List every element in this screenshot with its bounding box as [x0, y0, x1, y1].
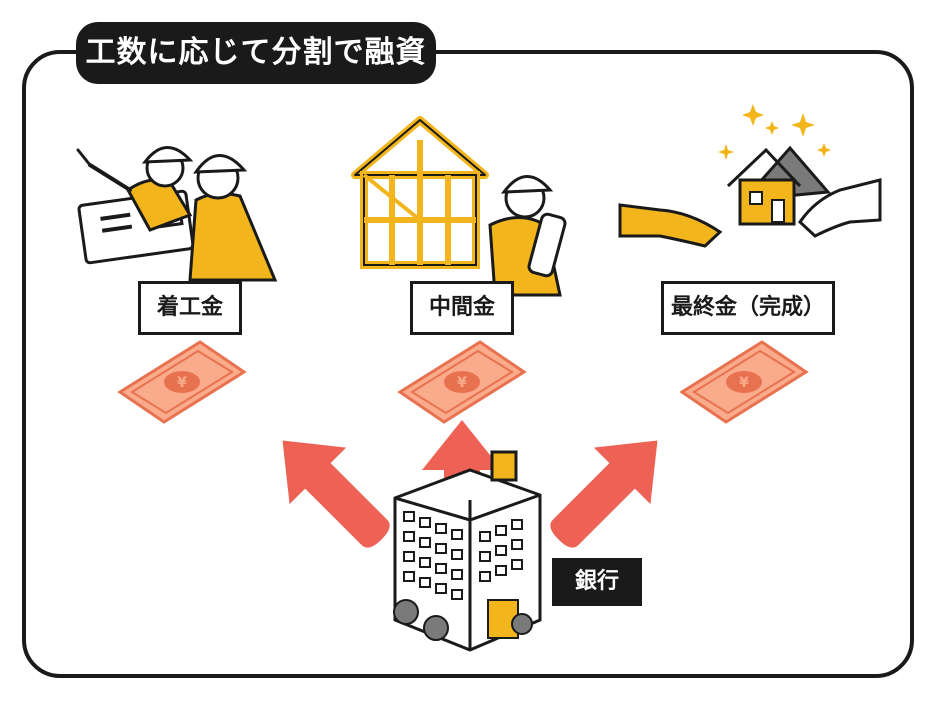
money-bill-icon [398, 340, 526, 424]
stage-label-middle-payment: 中間金 [410, 281, 514, 335]
diagram-frame [22, 50, 914, 678]
bank-building-icon [393, 450, 542, 652]
stage-label-start-payment: 着工金 [138, 281, 242, 335]
arrow-to-first-payment-icon [254, 412, 410, 568]
money-bill-icon [680, 340, 808, 424]
diagram-title: 工数に応じて分割で融資 [76, 22, 436, 84]
arrow-to-final-payment-icon [530, 412, 686, 568]
money-bill-icon [118, 340, 246, 424]
house-frame-illustration [351, 116, 567, 297]
stage-label-final-payment: 最終金（完成） [661, 281, 835, 335]
workers-blueprint-illustration [76, 146, 278, 282]
bank-label: 銀行 [552, 558, 642, 606]
house-handover-illustration [618, 104, 882, 248]
